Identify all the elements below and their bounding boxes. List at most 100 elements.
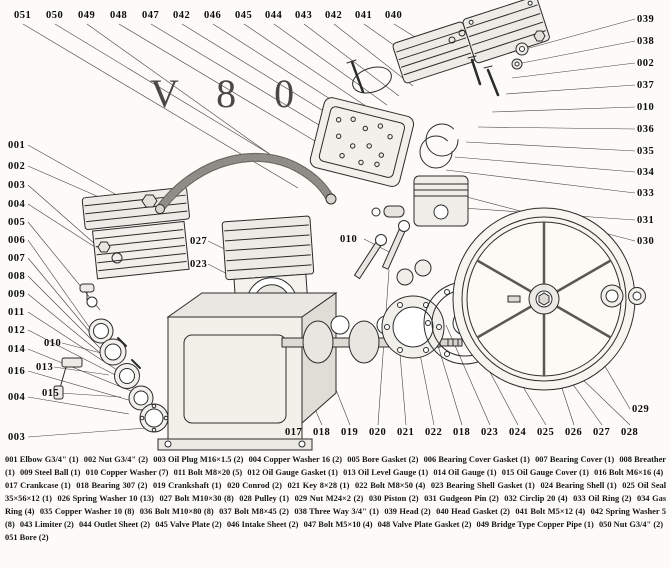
part-entry-049: 049 Bridge Type Copper Pipe (1) [476, 520, 594, 530]
callout-023: 023 [190, 259, 208, 270]
part-entry-050: 050 Nut G3/4" (2) [598, 520, 664, 530]
callout-025: 025 [537, 427, 555, 438]
part-entry-038: 038 Three Way 3/4" (1) [294, 507, 379, 517]
callout-015: 015 [42, 388, 60, 399]
callout-051: 051 [14, 10, 32, 21]
part-entry-010: 010 Copper Washer (7) [85, 468, 169, 478]
callout-039: 039 [637, 14, 655, 25]
part-entry-022: 022 Bolt M8×50 (4) [355, 481, 426, 491]
part-entry-033: 033 Oil Ring (2) [573, 494, 632, 504]
callout-038: 038 [637, 36, 655, 47]
part-entry-017: 017 Crankcase (1) [5, 481, 71, 491]
callout-027: 027 [190, 236, 208, 247]
callout-010: 010 [340, 234, 358, 245]
callout-049: 049 [78, 10, 96, 21]
callout-010: 010 [44, 338, 62, 349]
callout-048: 048 [110, 10, 128, 21]
part-entry-028: 028 Pulley (1) [239, 494, 290, 504]
callout-023: 023 [481, 427, 499, 438]
part-entry-036: 036 Bolt M10×80 (8) [139, 507, 214, 517]
part-entry-020: 020 Conrod (2) [227, 481, 282, 491]
hose-and-fittings [141, 152, 337, 214]
callout-017: 017 [285, 427, 303, 438]
flywheel-pulley [452, 207, 636, 391]
callout-042: 042 [325, 10, 343, 21]
conrods [353, 220, 432, 286]
callout-018: 018 [453, 427, 471, 438]
valve-plate-assembly [309, 97, 415, 187]
part-entry-014: 014 Oil Gauge (1) [433, 468, 497, 478]
callout-045: 045 [235, 10, 253, 21]
callout-031: 031 [637, 215, 655, 226]
callout-030: 030 [637, 236, 655, 247]
callout-037: 037 [637, 80, 655, 91]
part-entry-008: 008 Breather (1) [5, 455, 667, 478]
part-entry-035: 035 Copper Washer 10 (8) [39, 507, 135, 517]
callout-043: 043 [295, 10, 313, 21]
callout-014: 014 [8, 344, 26, 355]
part-entry-037: 037 Bolt M8×45 (2) [219, 507, 289, 517]
part-entry-034: 034 Gas Ring (4) [5, 494, 667, 517]
callout-020: 020 [369, 427, 387, 438]
head-gasket [352, 66, 392, 94]
callout-028: 028 [621, 427, 639, 438]
callout-042: 042 [173, 10, 191, 21]
part-entry-043: 043 Limiter (2) [19, 520, 74, 530]
callout-024: 024 [509, 427, 527, 438]
callout-027: 027 [593, 427, 611, 438]
oil-seal-and-nuts [600, 284, 646, 308]
callout-004: 004 [8, 392, 26, 403]
callout-003: 003 [8, 432, 26, 443]
part-entry-051: 051 Bore (2) [5, 533, 49, 543]
part-entry-048: 048 Valve Plate Gasket (2) [377, 520, 472, 530]
callout-033: 033 [637, 188, 655, 199]
callout-035: 035 [637, 146, 655, 157]
part-entry-041: 041 Bolt M5×12 (4) [515, 507, 586, 517]
part-entry-024: 024 Bearing Shell (1) [540, 481, 617, 491]
small-fasteners-top [346, 29, 546, 97]
callout-001: 001 [8, 140, 26, 151]
callout-003: 003 [8, 180, 26, 191]
part-entry-006: 006 Bearing Cover Gasket (1) [423, 455, 530, 464]
callout-007: 007 [8, 253, 26, 264]
part-entry-044: 044 Outlet Sheet (2) [78, 520, 151, 530]
callout-047: 047 [142, 10, 160, 21]
model-title: V 8 0 [150, 71, 309, 116]
crankcase [157, 292, 338, 451]
part-entry-012: 012 Oil Gauge Gasket (1) [247, 468, 338, 478]
callout-002: 002 [637, 58, 655, 69]
callout-029: 029 [632, 404, 650, 415]
callout-034: 034 [637, 167, 655, 178]
part-entry-046: 046 Intake Sheet (2) [226, 520, 299, 530]
part-entry-047: 047 Bolt M5×10 (4) [303, 520, 373, 530]
callout-041: 041 [355, 10, 373, 21]
part-entry-007: 007 Bearing Cover (1) [535, 455, 615, 464]
left-head-assembly [81, 186, 190, 280]
callout-044: 044 [265, 10, 283, 21]
part-entry-039: 039 Head (2) [384, 507, 431, 517]
callout-018: 018 [313, 427, 331, 438]
callout-046: 046 [204, 10, 222, 21]
part-entry-042: 042 Spring Washer 5 (8) [5, 507, 667, 530]
callout-005: 005 [8, 217, 26, 228]
callout-009: 009 [8, 289, 26, 300]
part-entry-001: 001 Elbow G3/4" (1) [5, 455, 79, 464]
parts-list: 001 Elbow G3/4" (1) 002 Nut G3/4" (2) 00… [5, 453, 666, 544]
part-entry-030: 030 Piston (2) [368, 494, 419, 504]
callout-004: 004 [8, 199, 26, 210]
part-entry-027: 027 Bolt M10×30 (8) [159, 494, 234, 504]
part-entry-018: 018 Bearing 307 (2) [76, 481, 148, 491]
piston-assembly [371, 123, 469, 227]
callout-016: 016 [8, 366, 26, 377]
callout-010: 010 [637, 102, 655, 113]
callout-008: 008 [8, 271, 26, 282]
callout-022: 022 [425, 427, 443, 438]
part-entry-004: 004 Copper Washer 16 (2) [248, 455, 343, 464]
part-entry-011: 011 Bolt M8×20 (5) [173, 468, 243, 478]
callout-013: 013 [36, 362, 54, 373]
part-entry-019: 019 Crankshaft (1) [152, 481, 222, 491]
part-entry-003: 003 Oil Plug M16×1.5 (2) [153, 455, 244, 464]
callout-011: 011 [8, 307, 25, 318]
